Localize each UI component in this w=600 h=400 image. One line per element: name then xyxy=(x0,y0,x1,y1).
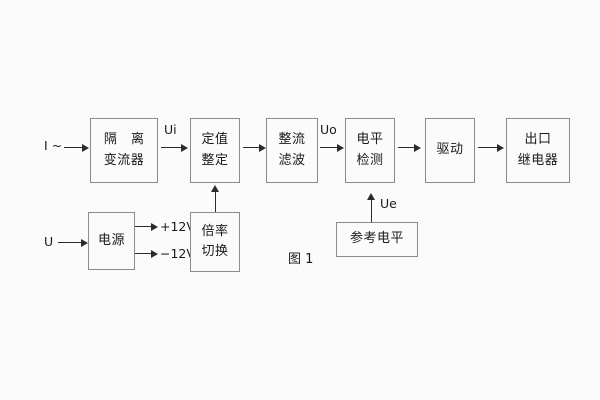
plus12v-label: +12V xyxy=(160,219,195,234)
drive-to-relay-line xyxy=(478,147,498,148)
reference-to-level-arrowhead xyxy=(367,193,375,200)
block-output-relay-line1: 出口 xyxy=(524,132,552,148)
setting-to-rectify-arrowhead xyxy=(259,143,266,152)
ue-label: Ue xyxy=(380,196,397,211)
block-setting-value-line2: 整定 xyxy=(201,152,229,168)
plus12v-arrowhead xyxy=(151,222,158,231)
block-power-supply[interactable]: 电源 xyxy=(88,212,135,270)
level-to-drive-arrowhead xyxy=(414,143,421,152)
block-rectify-filter[interactable]: 整流 滤波 xyxy=(266,118,318,183)
drive-to-relay-arrowhead xyxy=(497,143,504,152)
block-output-relay-line2: 继电器 xyxy=(517,152,559,168)
block-rectify-filter-line2: 滤波 xyxy=(278,152,306,168)
minus12v-arrowhead xyxy=(151,249,158,258)
ui-line xyxy=(161,147,182,148)
block-multiplier-switch-line2: 切换 xyxy=(201,244,229,259)
block-reference-level-line1: 参考电平 xyxy=(349,231,404,247)
setting-to-rectify-line xyxy=(243,147,260,148)
minus12v-line xyxy=(135,253,152,254)
uo-label: Uo xyxy=(320,122,337,137)
voltage-input-arrowhead xyxy=(81,238,88,247)
multiplier-to-setting-arrowhead xyxy=(211,185,219,192)
voltage-input-label: U xyxy=(44,234,54,249)
current-input-arrowhead xyxy=(82,143,89,152)
block-setting-value[interactable]: 定值 整定 xyxy=(190,118,240,183)
uo-line xyxy=(320,147,338,148)
block-power-supply-line1: 电源 xyxy=(97,232,125,248)
block-isolation-ct-line1: 隔 离 xyxy=(103,132,150,148)
block-drive[interactable]: 驱动 xyxy=(425,118,475,183)
block-level-detect[interactable]: 电平 检测 xyxy=(345,118,395,183)
block-level-detect-line2: 检测 xyxy=(356,152,384,168)
block-level-detect-line1: 电平 xyxy=(356,132,384,148)
figure-caption: 图 1 xyxy=(288,252,314,267)
ui-arrowhead xyxy=(181,143,188,152)
block-isolation-ct[interactable]: 隔 离 变流器 xyxy=(90,118,158,183)
current-input-line xyxy=(64,147,83,148)
plus12v-line xyxy=(135,226,152,227)
block-rectify-filter-line1: 整流 xyxy=(278,132,306,148)
ui-label: Ui xyxy=(164,122,177,137)
block-setting-value-line1: 定值 xyxy=(201,132,229,148)
current-input-label: I ~ xyxy=(44,138,63,153)
level-to-drive-line xyxy=(398,147,415,148)
block-multiplier-switch-line1: 倍率 xyxy=(201,223,229,239)
block-isolation-ct-line2: 变流器 xyxy=(103,152,145,168)
multiplier-to-setting-line xyxy=(214,192,216,212)
block-output-relay[interactable]: 出口 继电器 xyxy=(506,118,570,183)
block-drive-line1: 驱动 xyxy=(436,142,464,158)
minus12v-label: −12V xyxy=(160,246,195,261)
uo-arrowhead xyxy=(337,143,344,152)
block-reference-level[interactable]: 参考电平 xyxy=(336,222,418,257)
block-multiplier-switch[interactable]: 倍率 切换 xyxy=(190,212,240,272)
voltage-input-line xyxy=(58,242,82,243)
reference-to-level-line xyxy=(370,200,372,222)
